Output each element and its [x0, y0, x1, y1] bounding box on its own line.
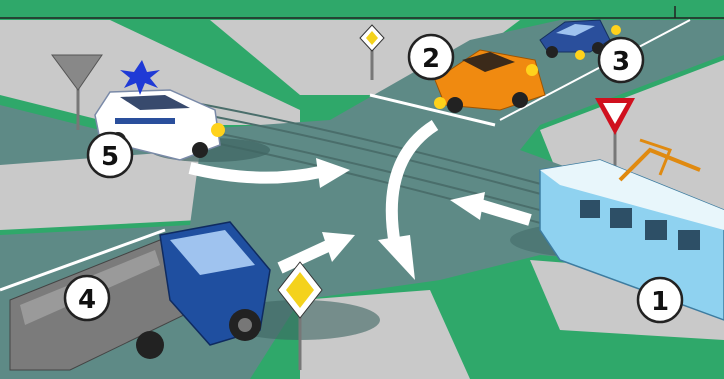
label-tram: 1: [651, 287, 669, 317]
vehicle-number-5: 5: [88, 133, 132, 177]
vehicle-number-3: 3: [599, 38, 643, 82]
label-blue-car: 3: [612, 47, 630, 77]
label-truck: 4: [78, 285, 96, 315]
vehicle-number-2: 2: [409, 35, 453, 79]
label-police-car: 5: [101, 142, 119, 172]
vehicle-number-1: 1: [638, 278, 682, 322]
turn-indicator-flash-police: [211, 123, 225, 137]
vehicle-number-4: 4: [65, 276, 109, 320]
label-orange-car: 2: [422, 44, 440, 74]
